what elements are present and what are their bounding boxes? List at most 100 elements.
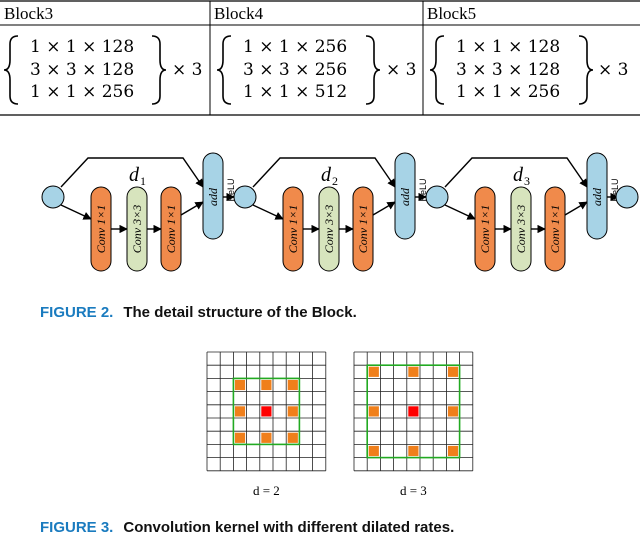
conv-1x1-block (544, 186, 566, 272)
table-cell-block5: 1 × 1 × 128 3 × 3 × 128 1 × 1 × 256 × 3 (429, 35, 628, 105)
figure-3-caption: FIGURE 3. Convolution kernel with differ… (40, 519, 454, 534)
output-node (233, 185, 257, 209)
kernel-tap-cell (234, 432, 246, 443)
skip-connection (60, 157, 204, 188)
add-block (394, 152, 416, 240)
input-node (41, 185, 65, 209)
kernel-tap-cell (447, 406, 459, 417)
kernel-tap-cell (447, 366, 459, 377)
kernel-tap-cell (287, 432, 298, 443)
block-label: Conv 3×3 (322, 205, 336, 253)
kernel-row: 1 × 1 × 256 (243, 37, 347, 57)
figure-2-caption: FIGURE 2. The detail structure of the Bl… (40, 304, 357, 321)
dilation-rate-label: d = 3 (400, 483, 427, 498)
kernel-tap-cell (408, 445, 419, 457)
output-node (615, 185, 639, 209)
kernel-tap-cell (408, 366, 419, 377)
kernel-row: 1 × 1 × 512 (243, 82, 347, 102)
skip-connection (252, 157, 396, 188)
dilation-rate-label: d = 2 (253, 483, 280, 498)
kernel-row: 3 × 3 × 256 (243, 60, 347, 80)
kernel-row: 1 × 1 × 128 (456, 37, 560, 57)
add-label: add (206, 187, 220, 206)
kernel-row: 1 × 1 × 128 (30, 37, 134, 57)
figure-3-text: Convolution kernel with different dilate… (123, 519, 454, 534)
figure-2-text: The detail structure of the Block. (123, 304, 356, 321)
add-label: add (590, 187, 604, 206)
dilation-label: d (513, 164, 524, 186)
dilation-subscript: 2 (332, 174, 338, 188)
kernel-tap-cell (261, 379, 272, 391)
table-header-block4: Block4 (214, 4, 264, 23)
kernel-tap-cell (368, 406, 379, 417)
kernel-tap-cell (368, 366, 379, 377)
table-cell-block4: 1 × 1 × 256 3 × 3 × 256 1 × 1 × 512 × 3 (216, 35, 416, 105)
right-brace (365, 35, 381, 105)
block-label: Conv 1×1 (548, 205, 562, 253)
dilation-subscript: 1 (140, 174, 146, 188)
kernel-tap-cell (261, 432, 272, 443)
kernel-row: 3 × 3 × 128 (456, 60, 560, 80)
block-table: Block3 Block4 Block5 1 × 1 × 128 3 × 3 ×… (0, 0, 640, 116)
relu-label: ReLU (226, 178, 236, 201)
block-label: Conv 1×1 (94, 205, 108, 253)
add-label: add (398, 187, 412, 206)
repeat-count: × 3 (598, 60, 628, 80)
conv-1x1-block (160, 186, 182, 272)
figure-2-number: FIGURE 2. (40, 304, 113, 321)
table-header-block5: Block5 (427, 4, 476, 23)
block-label: Conv 3×3 (514, 205, 528, 253)
receptive-field-box (232, 377, 301, 446)
block-label: Conv 1×1 (478, 205, 492, 253)
kernel-tap-cell (447, 445, 459, 457)
relu-label: ReLU (418, 178, 428, 201)
block-label: Conv 1×1 (164, 205, 178, 253)
add-block (202, 152, 224, 240)
kernel-tap-cell (287, 379, 298, 391)
kernel-grid-d3: d = 3 (353, 351, 474, 498)
table-header-block3: Block3 (4, 4, 53, 23)
kernel-center-cell (261, 406, 272, 417)
left-brace (3, 35, 19, 105)
add-block (586, 152, 608, 240)
block-label: Conv 1×1 (356, 205, 370, 253)
kernel-grid-d2: d = 2 (206, 351, 327, 498)
dilation-subscript: 3 (524, 174, 530, 188)
dilation-label: d (129, 164, 140, 186)
kernel-row: 1 × 1 × 256 (456, 82, 560, 102)
block-label: Conv 1×1 (286, 205, 300, 253)
conv-1x1-block (352, 186, 374, 272)
kernel-tap-cell (234, 379, 246, 391)
table-cell-block3: 1 × 1 × 128 3 × 3 × 128 1 × 1 × 256 × 3 (3, 35, 202, 105)
block-label: Conv 3×3 (130, 205, 144, 253)
dilation-label: d (321, 164, 332, 186)
edge (60, 204, 92, 220)
edge (180, 201, 204, 216)
edge (564, 201, 588, 216)
kernel-tap-cell (368, 445, 379, 457)
figure-3-kernels: d = 2 d = 3 (206, 351, 474, 498)
repeat-count: × 3 (386, 60, 416, 80)
edge (444, 204, 476, 220)
skip-connection (444, 157, 588, 188)
figure-3-number: FIGURE 3. (40, 519, 113, 534)
kernel-tap-cell (234, 406, 246, 417)
right-brace (151, 35, 167, 105)
left-brace (216, 35, 232, 105)
kernel-tap-cell (287, 406, 298, 417)
right-brace (578, 35, 594, 105)
relu-label: ReLU (610, 178, 620, 201)
receptive-field-box (366, 364, 461, 459)
kernel-row: 1 × 1 × 256 (30, 82, 134, 102)
edge (252, 204, 284, 220)
left-brace (429, 35, 445, 105)
kernel-row: 3 × 3 × 128 (30, 60, 134, 80)
repeat-count: × 3 (172, 60, 202, 80)
kernel-center-cell (408, 406, 419, 417)
edge (372, 201, 396, 216)
output-node (425, 185, 449, 209)
